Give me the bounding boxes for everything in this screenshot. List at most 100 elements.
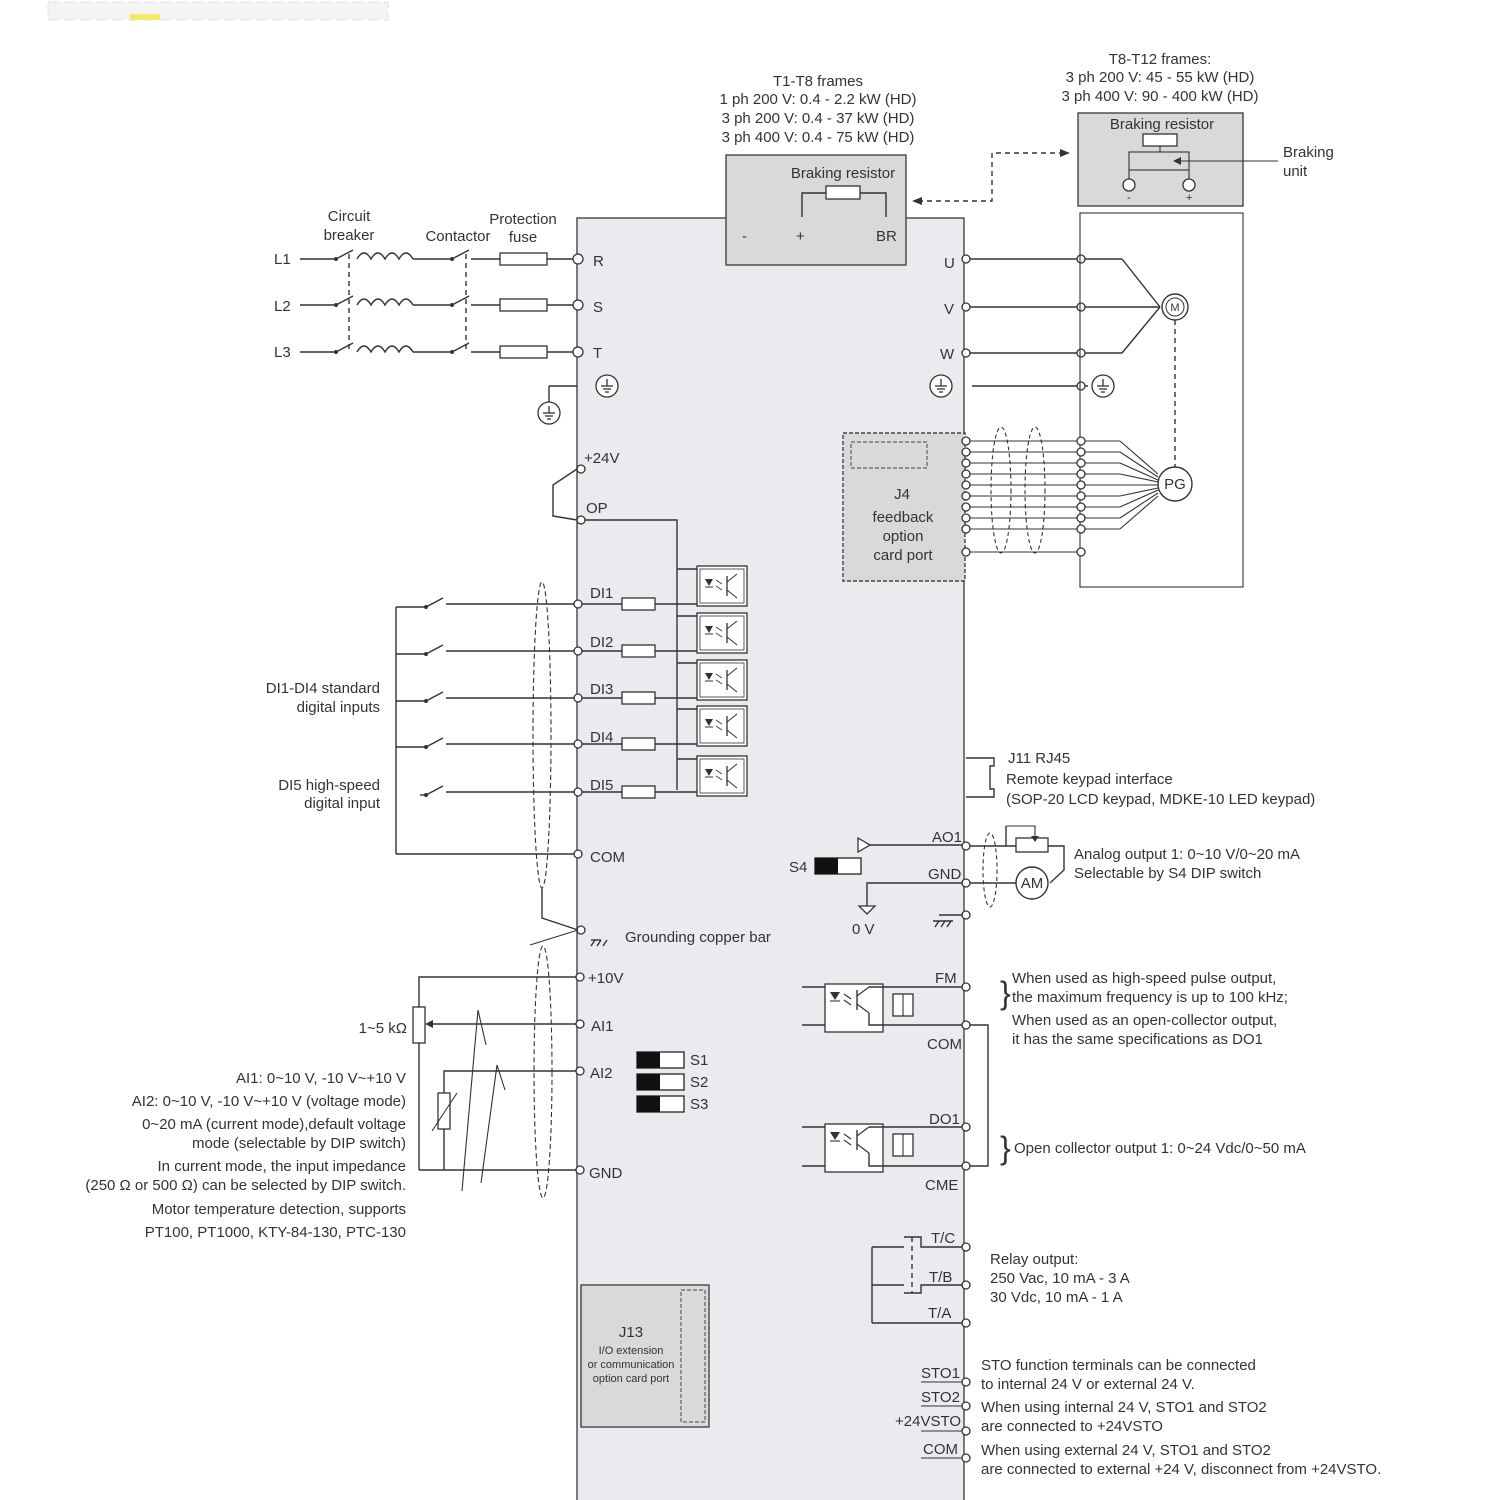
j4-label-1: J4: [894, 486, 910, 503]
frames-large-title: T8-T12 frames:: [1109, 51, 1212, 68]
ground-icon: [537, 401, 561, 425]
sto-note-5: When using external 24 V, STO1 and STO2: [981, 1442, 1271, 1459]
sto-note-1: STO function terminals can be connected: [981, 1357, 1256, 1374]
terminal-w: W: [940, 346, 955, 363]
input-power-section: Circuit breaker Contactor Protection fus…: [274, 208, 619, 425]
scan-artifact-mark: [130, 14, 160, 20]
frames-large-line2: 3 ph 400 V: 90 - 400 kW (HD): [1061, 88, 1258, 105]
di-row-5: DI5: [420, 755, 748, 799]
terminal-di2: DI2: [590, 634, 613, 651]
input-line-3: [300, 342, 574, 359]
line-label-l1: L1: [274, 251, 291, 268]
analog-input-section: +10V AI1 AI2 GND 1~5 kΩ S1 S2 S3: [85, 929, 708, 1241]
terminal-ai2: AI2: [590, 1065, 613, 1082]
encoder-cable: [961, 426, 1159, 557]
breaker-label-1: Circuit: [328, 208, 371, 225]
braking-unit-large: Braking resistor - + Braking unit: [1077, 112, 1334, 207]
relay-section: T/C T/B T/A Relay output: 250 Vac, 10 mA…: [871, 1230, 1130, 1328]
braking-resistor-small: Braking resistor - + BR: [725, 154, 907, 266]
std-inputs-label-2: digital inputs: [297, 699, 380, 716]
sto-note-4: are connected to +24VSTO: [981, 1418, 1163, 1435]
terminal-com: COM: [590, 849, 625, 866]
terminal-s: S: [593, 299, 603, 316]
di-row-1: DI1: [396, 565, 748, 611]
breaker-label-2: breaker: [324, 227, 375, 244]
terminal-tc: T/C: [931, 1230, 955, 1247]
terminal-di1: DI1: [590, 585, 613, 602]
encoder-symbol: PG: [1164, 476, 1186, 493]
di-row-3: DI3: [396, 659, 748, 705]
ai-note-5: In current mode, the input impedance: [158, 1158, 406, 1175]
ao-note-1: Analog output 1: 0~10 V/0~20 mA: [1074, 846, 1300, 863]
ai-note-6: (250 Ω or 500 Ω) can be selected by DIP …: [85, 1177, 406, 1194]
braking-resistor-small-label: Braking resistor: [791, 165, 895, 182]
fm-note-4: it has the same specifications as DO1: [1012, 1031, 1263, 1048]
ground-icon: [1091, 374, 1115, 398]
terminal-op: OP: [586, 500, 608, 517]
braking-resistor-large-label: Braking resistor: [1110, 116, 1214, 133]
do-output-section: DO1 CME } Open collector output 1: 0~24 …: [802, 1024, 1306, 1194]
ai-note-2: AI2: 0~10 V, -10 V~+10 V (voltage mode): [132, 1093, 406, 1110]
terminal-sto1: STO1: [921, 1365, 960, 1382]
ai-note-3: 0~20 mA (current mode),default voltage: [142, 1116, 406, 1133]
terminal-fm-com: COM: [927, 1036, 962, 1053]
terminal-gnd: GND: [589, 1165, 623, 1182]
j13-card: J13 I/O extension or communication optio…: [580, 1284, 710, 1428]
j13-label-1: J13: [619, 1324, 643, 1341]
ao-note-2: Selectable by S4 DIP switch: [1074, 865, 1261, 882]
terminal-fm: FM: [935, 970, 957, 987]
ai-note-7: Motor temperature detection, supports: [152, 1201, 406, 1218]
potentiometer-label: 1~5 kΩ: [359, 1020, 407, 1037]
fm-note-2: the maximum frequency is up to 100 kHz;: [1012, 989, 1288, 1006]
digital-input-section: +24V OP DI1 DI2: [266, 450, 771, 947]
hs-input-label-2: digital input: [304, 795, 381, 812]
j11-label-1: J11 RJ45: [1008, 750, 1070, 767]
relay-note-1: Relay output:: [990, 1251, 1078, 1268]
terminal-sto2: STO2: [921, 1389, 960, 1406]
terminal-v: V: [944, 301, 954, 318]
sto-note-6: are connected to external +24 V, disconn…: [981, 1461, 1381, 1478]
std-inputs-label-1: DI1-DI4 standard: [266, 680, 380, 697]
frames-small-header: T1-T8 frames 1 ph 200 V: 0.4 - 2.2 kW (H…: [719, 73, 916, 146]
switch-s1: S1: [690, 1052, 708, 1069]
terminal-u: U: [944, 255, 955, 272]
terminal-cme: CME: [925, 1177, 958, 1194]
frames-small-line1: 1 ph 200 V: 0.4 - 2.2 kW (HD): [719, 91, 916, 108]
switch-s4-label: S4: [789, 859, 807, 876]
braking-unit-label-2: unit: [1283, 163, 1308, 180]
terminal-tb: T/B: [929, 1269, 952, 1286]
j4-label-3: option: [883, 528, 924, 545]
relay-note-3: 30 Vdc, 10 mA - 1 A: [990, 1289, 1123, 1306]
curly-brace-icon: }: [1000, 975, 1011, 1011]
term-minus: -: [742, 228, 747, 245]
terminal-10v: +10V: [588, 970, 623, 987]
fm-note-1: When used as high-speed pulse output,: [1012, 970, 1276, 987]
sto-note-3: When using internal 24 V, STO1 and STO2: [981, 1399, 1267, 1416]
motor-symbol: M: [1170, 302, 1179, 314]
j11-label-3: (SOP-20 LCD keypad, MDKE-10 LED keypad): [1006, 791, 1315, 808]
fuse-label-2: fuse: [509, 229, 537, 246]
large-term-plus: +: [1186, 192, 1192, 204]
terminal-r: R: [593, 253, 604, 270]
pulse-output-section: FM COM } When used as high-speed pulse o…: [802, 970, 1288, 1053]
terminal-do1: DO1: [929, 1111, 960, 1128]
j13-label-4: option card port: [593, 1373, 669, 1385]
do-note: Open collector output 1: 0~24 Vdc/0~50 m…: [1014, 1140, 1306, 1157]
terminal-di5: DI5: [590, 777, 613, 794]
ai-note-4: mode (selectable by DIP switch): [192, 1135, 406, 1152]
frames-large-header: T8-T12 frames: 3 ph 200 V: 45 - 55 kW (H…: [1061, 51, 1258, 105]
motor-icon: M: [1161, 293, 1189, 321]
frames-small-title: T1-T8 frames: [773, 73, 863, 90]
ai-note-8: PT100, PT1000, KTY-84-130, PTC-130: [145, 1224, 406, 1241]
terminal-di3: DI3: [590, 681, 613, 698]
contactor-label: Contactor: [425, 228, 490, 245]
zero-volt-label: 0 V: [852, 921, 875, 938]
switch-s3: S3: [690, 1096, 708, 1113]
input-line-1: [300, 249, 574, 266]
ai-note-1: AI1: 0~10 V, -10 V~+10 V: [236, 1070, 406, 1087]
terminal-24v: +24V: [584, 450, 619, 467]
fm-note-3: When used as an open-collector output,: [1012, 1012, 1277, 1029]
di-row-2: DI2: [396, 612, 748, 658]
sto-section: STO1 STO2 +24VSTO COM STO function termi…: [895, 1357, 1381, 1478]
terminal-ai1: AI1: [591, 1018, 614, 1035]
